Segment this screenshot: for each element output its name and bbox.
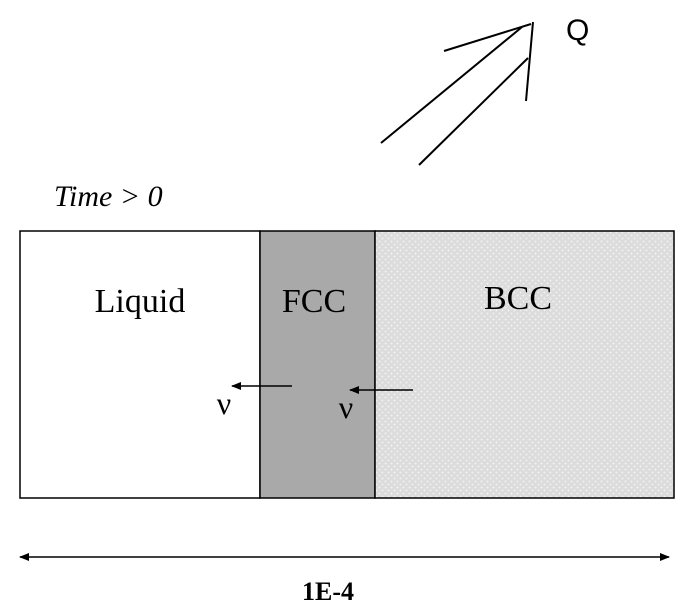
bcc-region — [374, 230, 675, 499]
heat-flux-label: Q — [566, 14, 589, 47]
liquid-label: Liquid — [95, 283, 186, 320]
length-label: 1E-4 — [302, 577, 354, 606]
fcc-region — [259, 230, 376, 499]
liquid-region — [19, 230, 261, 499]
velocity-symbol-liquid-fcc: ν — [217, 385, 231, 421]
bcc-label: BCC — [484, 280, 552, 317]
fcc-label: FCC — [282, 283, 346, 320]
time-label: Time > 0 — [54, 180, 163, 213]
heat-flux-arrow-icon — [380, 21, 534, 166]
velocity-symbol-fcc-bcc: ν — [339, 389, 353, 425]
